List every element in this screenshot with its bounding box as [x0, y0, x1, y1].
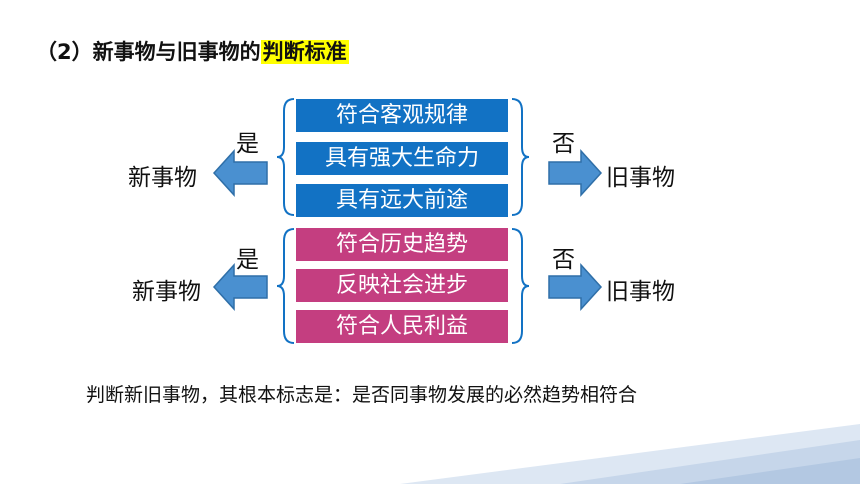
criterion-box: 符合客观规律	[296, 99, 508, 132]
new-thing-label: 新事物	[128, 165, 197, 191]
summary-text: 判断新旧事物，其根本标志是：是否同事物发展的必然趋势相符合	[86, 384, 638, 406]
left-brace-icon	[276, 98, 295, 216]
criterion-box: 符合历史趋势	[296, 228, 508, 261]
left-brace-icon	[276, 228, 295, 344]
criterion-box: 具有远大前途	[296, 184, 508, 217]
right-brace-icon	[511, 228, 530, 344]
old-thing-label: 旧事物	[606, 165, 675, 191]
right-arrow-icon	[548, 149, 603, 197]
new-thing-label: 新事物	[132, 279, 201, 305]
left-arrow-icon	[212, 149, 268, 197]
yes-label: 是	[236, 247, 259, 273]
no-label: 否	[552, 131, 575, 157]
no-label: 否	[552, 247, 575, 273]
right-arrow-icon	[548, 263, 603, 311]
slide-title: （2）新事物与旧事物的判断标准	[36, 36, 349, 66]
title-prefix: （2）新事物与旧事物的	[36, 40, 261, 64]
left-arrow-icon	[212, 263, 268, 311]
right-brace-icon	[511, 98, 530, 216]
criterion-box: 符合人民利益	[296, 310, 508, 343]
criterion-box: 反映社会进步	[296, 269, 508, 302]
old-thing-label: 旧事物	[606, 279, 675, 305]
title-highlight: 判断标准	[260, 40, 349, 64]
criterion-box: 具有强大生命力	[296, 142, 508, 175]
yes-label: 是	[236, 131, 259, 157]
